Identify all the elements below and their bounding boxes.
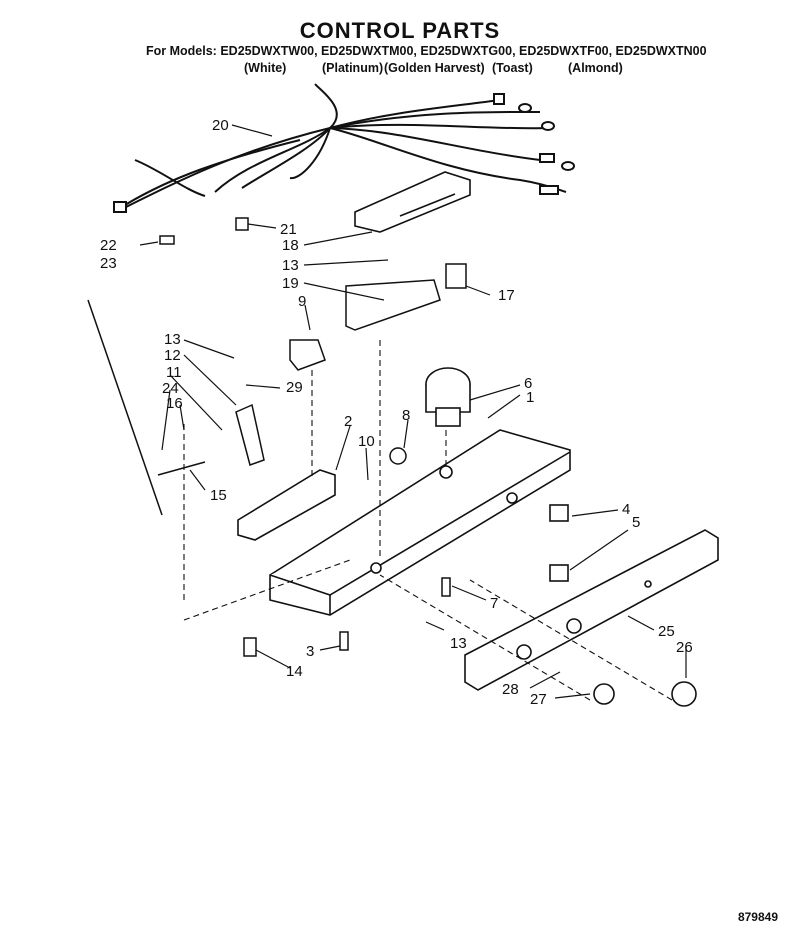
callout-15: 15 — [210, 487, 227, 504]
callout-3: 3 — [306, 643, 314, 660]
callout-14: 14 — [286, 663, 303, 680]
callout-12: 12 — [164, 347, 181, 364]
callout-16: 16 — [166, 395, 183, 412]
callout-17: 17 — [498, 287, 515, 304]
small-parts — [87, 217, 467, 657]
control-housing-1 — [269, 429, 571, 616]
callout-18: 18 — [282, 237, 299, 254]
callout-2: 2 — [344, 413, 352, 430]
callout-11: 11 — [166, 364, 182, 381]
model-colors: (White) (Platinum) (Golden Harvest) (Toa… — [0, 61, 800, 77]
callout-21: 21 — [280, 221, 297, 238]
color-toast: (Toast) — [492, 61, 533, 75]
document-number: 879849 — [737, 910, 778, 924]
callout-1: 1 — [526, 389, 534, 406]
callout-10: 10 — [358, 433, 375, 450]
callout-6: 6 — [524, 375, 532, 392]
models-list: ED25DWXTW00, ED25DWXTM00, ED25DWXTG00, E… — [220, 44, 707, 58]
callout-19: 19 — [282, 275, 299, 292]
part-callouts: 20 21 18 22 23 13 19 17 9 13 12 29 11 24… — [100, 117, 693, 708]
callout-4: 4 — [622, 501, 630, 518]
callout-13-left: 13 — [164, 331, 181, 348]
callout-8: 8 — [402, 407, 410, 424]
color-white: (White) — [244, 61, 287, 75]
models-label: For Models: — [146, 44, 217, 58]
callout-7: 7 — [490, 595, 498, 612]
callout-25: 25 — [658, 623, 675, 640]
callout-9: 9 — [298, 293, 306, 310]
color-golden-harvest: (Golden Harvest) — [384, 61, 485, 75]
callout-23: 23 — [100, 255, 117, 272]
callout-5: 5 — [632, 514, 640, 531]
color-almond: (Almond) — [568, 61, 623, 75]
callout-20: 20 — [212, 117, 229, 134]
evaporator-cover-18 — [354, 171, 471, 233]
models-line: For Models: ED25DWXTW00, ED25DWXTM00, ED… — [146, 44, 707, 58]
page-title: CONTROL PARTS — [299, 18, 501, 43]
callout-26: 26 — [676, 639, 693, 656]
leader-lines — [139, 124, 687, 699]
control-panel-25 — [464, 529, 719, 691]
callout-27: 27 — [530, 691, 547, 708]
callout-13-bottom: 13 — [450, 635, 467, 652]
thermostat-6 — [425, 367, 471, 427]
wiring-harness — [113, 83, 575, 213]
callout-29: 29 — [286, 379, 303, 396]
bracket-2 — [237, 469, 336, 541]
callout-28: 28 — [502, 681, 519, 698]
callout-13-top: 13 — [282, 257, 299, 274]
dashed-assembly-lines — [183, 340, 673, 701]
callout-22: 22 — [100, 237, 117, 254]
knobs — [549, 504, 697, 707]
color-platinum: (Platinum) — [322, 61, 384, 75]
callout-24: 24 — [162, 380, 179, 397]
